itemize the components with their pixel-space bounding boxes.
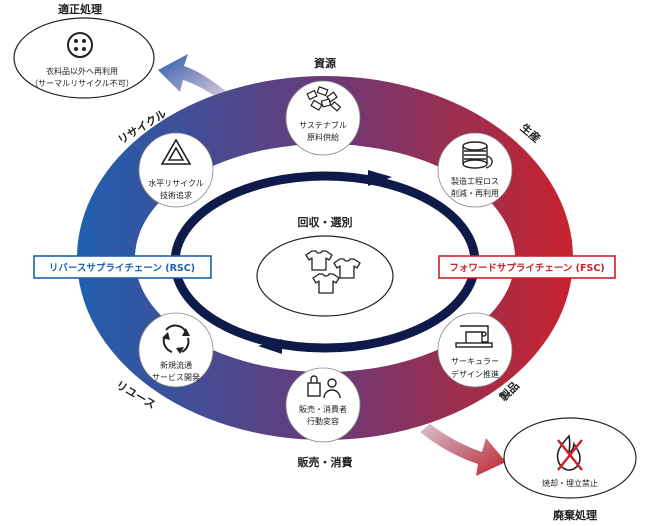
circle-bottom-line2: 行動変容 xyxy=(307,416,339,426)
cycle-arrow-top xyxy=(368,170,392,186)
top-left-box xyxy=(13,17,155,99)
circle-top-line1: サステナブル xyxy=(299,120,347,130)
top-left-box-line1: 衣料品以外へ再利用 xyxy=(46,66,118,76)
circle-top-right xyxy=(437,132,513,208)
circle-top-left xyxy=(138,132,214,208)
thread-spool-icon xyxy=(462,141,493,169)
circle-top-right-line1: 製造工程ロス xyxy=(451,176,499,186)
top-left-box-title: 適正処理 xyxy=(58,2,102,16)
recycle-icon xyxy=(160,138,192,165)
circle-top xyxy=(285,80,361,156)
circle-bottom-right-line1: サーキュラー xyxy=(451,357,499,366)
button-icon xyxy=(67,32,93,58)
circle-bottom xyxy=(285,367,361,443)
reuse-arrows-icon xyxy=(162,324,190,354)
sewing-machine-icon xyxy=(455,325,493,348)
circle-bottom-left-line1: 新規流通 xyxy=(160,360,192,370)
no-fire-icon xyxy=(556,434,583,471)
bottom-right-box-line1: 焼却・埋立禁止 xyxy=(542,478,598,488)
bottom-right-box-title: 廃棄処理 xyxy=(553,508,597,522)
rsc-label: リバースサプライチェーン (RSC) xyxy=(49,262,195,274)
center-title: 回収・選別 xyxy=(298,215,353,229)
ring-label-top: 資源 xyxy=(314,56,336,70)
cycle-arrow-bottom xyxy=(258,339,282,354)
circle-top-left-line1: 水平リサイクル xyxy=(148,178,204,188)
fsc-box xyxy=(438,255,616,279)
circle-top-line2: 原料供給 xyxy=(307,132,339,142)
recycle-out-arrow xyxy=(158,54,232,104)
circle-top-right-line2: 削減・再利用 xyxy=(451,188,499,198)
fsc-label: フォワードサプライチェーン (FSC) xyxy=(449,262,604,274)
bottom-right-box xyxy=(503,417,637,499)
circle-bottom-right xyxy=(437,312,513,388)
circle-bottom-left-line2: サービス開発 xyxy=(152,373,200,382)
shopper-icon xyxy=(307,375,341,399)
top-left-box-line2: （サーマルリサイクル不可） xyxy=(30,79,134,88)
t-shirts-icon xyxy=(305,250,361,294)
circle-bottom-right-line2: デザイン推進 xyxy=(451,369,499,379)
rsc-box xyxy=(33,255,212,279)
ring-label-top-right: 生産 xyxy=(518,121,544,146)
circle-top-left-line2: 技術追求 xyxy=(160,190,192,200)
disposal-out-arrow xyxy=(420,424,506,476)
circle-bottom-left xyxy=(138,312,214,388)
circle-bottom-line1: 販売・消費者 xyxy=(299,404,347,414)
ring-label-bottom: 販売・消費 xyxy=(298,455,353,469)
fibers-icon xyxy=(306,86,342,112)
